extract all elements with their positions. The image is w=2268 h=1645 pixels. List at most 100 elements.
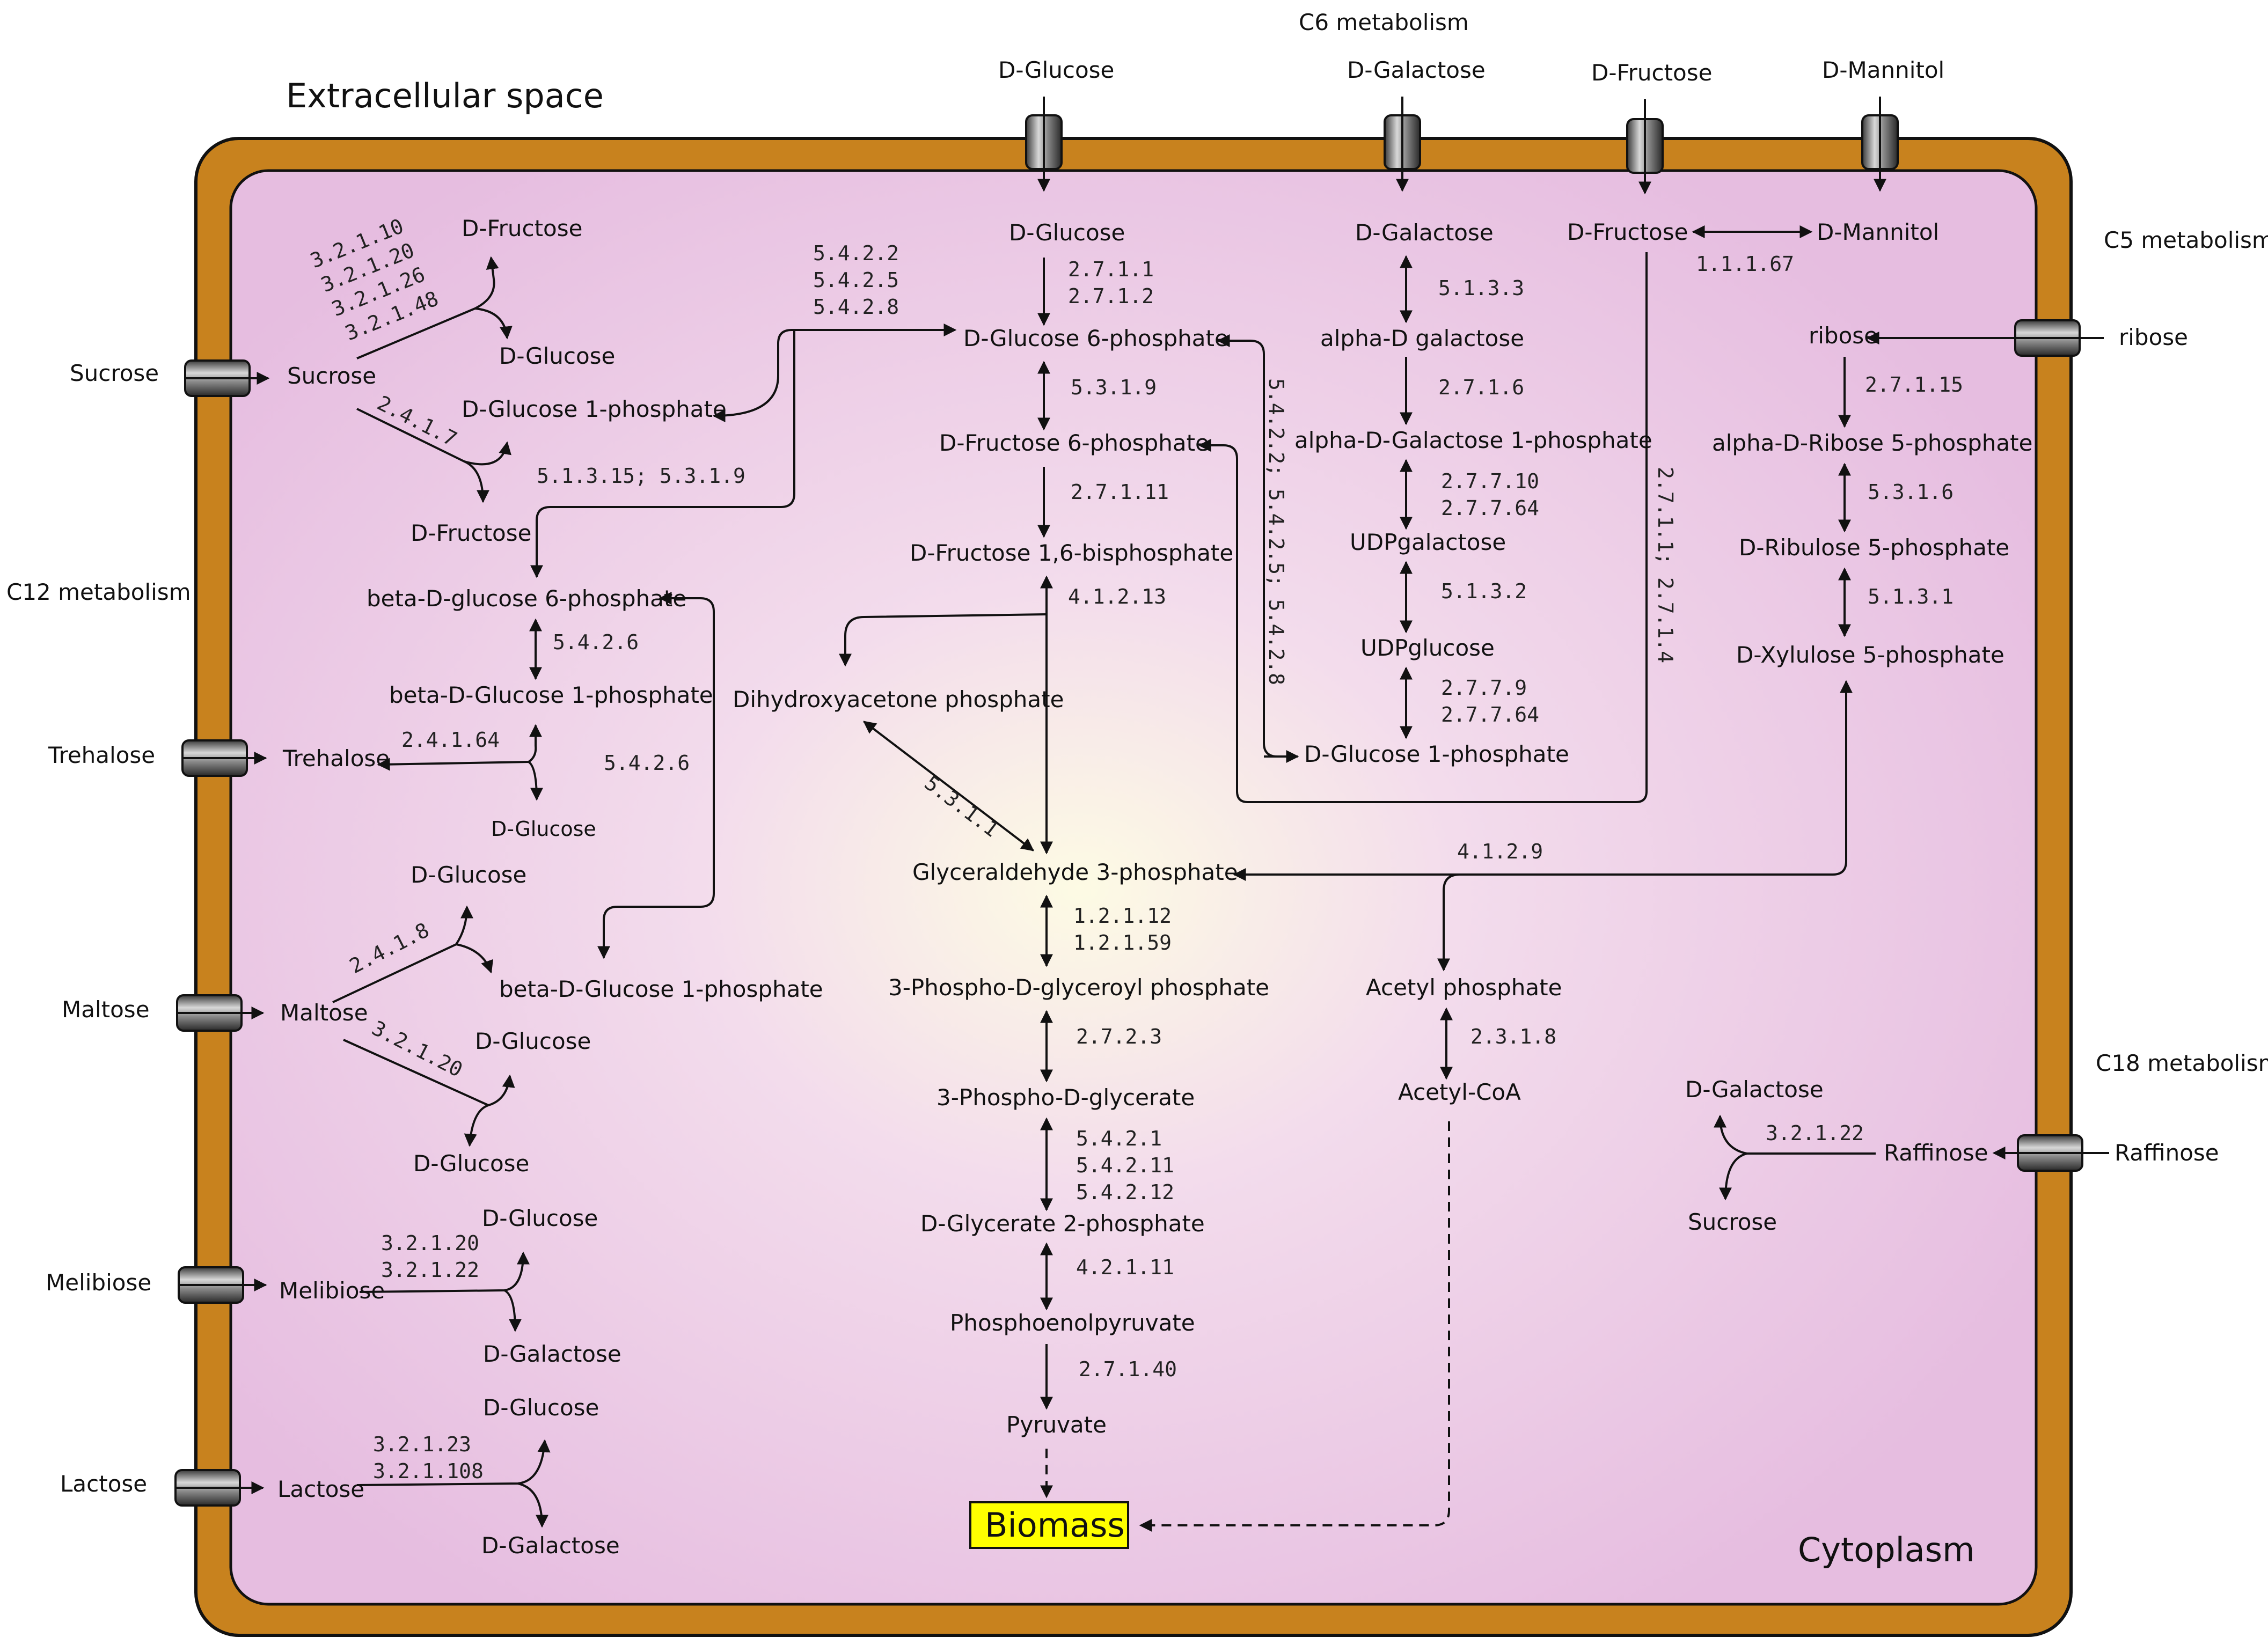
ec-bpgm: 5.4.2.6 xyxy=(553,630,639,654)
c18-label: C18 metabolism xyxy=(2096,1050,2268,1076)
ec-galt1: 2.7.7.10 xyxy=(1441,469,1539,493)
cytoplasm-label: Cytoplasm xyxy=(1798,1530,1975,1569)
ec-fk-vertical: 2.7.1.1; 2.7.1.4 xyxy=(1654,467,1677,663)
fru-fructose: D-Fructose xyxy=(1567,219,1688,245)
extracellular-label: Extracellular space xyxy=(286,76,604,115)
raf-sucrose: Sucrose xyxy=(1688,1209,1777,1235)
gly-glucose: D-Glucose xyxy=(1009,219,1125,246)
gal-udpgal: UDPgalactose xyxy=(1350,529,1506,555)
gal-galactose: D-Galactose xyxy=(1355,219,1494,246)
ec-pgm2: 5.4.2.5 xyxy=(813,268,899,292)
ext-melibiose: Melibiose xyxy=(46,1269,151,1296)
gly-bpg: 3-Phospho-D-glyceroyl phosphate xyxy=(888,974,1269,1001)
glycolysis-arrows xyxy=(839,258,1053,1499)
c6-label: C6 metabolism xyxy=(1299,9,1469,35)
ext-maltose: Maltose xyxy=(62,996,150,1023)
ec-galk: 2.7.1.6 xyxy=(1438,376,1524,399)
ec-pgm1: 5.4.2.2 xyxy=(813,241,899,265)
pen-ru5p: D-Ribulose 5-phosphate xyxy=(1739,534,2009,561)
ec-gapdh2: 1.2.1.59 xyxy=(1073,931,1172,954)
c12-arrows xyxy=(332,330,795,1528)
gly-f6p: D-Fructose 6-phosphate xyxy=(939,430,1209,456)
ec-pfk: 2.7.1.11 xyxy=(1071,480,1169,504)
ec-hk1: 2.7.1.1 xyxy=(1068,258,1154,281)
ec-mel2: 3.2.1.22 xyxy=(381,1258,479,1282)
ec-raf: 3.2.1.22 xyxy=(1766,1121,1864,1145)
ec-gpi: 5.3.1.9 xyxy=(1071,376,1157,399)
arrow-coa-biomass xyxy=(1139,1121,1450,1532)
ec-pgk: 2.7.2.3 xyxy=(1076,1025,1162,1048)
int-sucrose: Sucrose xyxy=(287,363,376,389)
c12-bg1p-upper: beta-D-Glucose 1-phosphate xyxy=(389,682,713,708)
c12-label: C12 metabolism xyxy=(6,579,191,605)
gal-alpha1p: alpha-D-Galactose 1-phosphate xyxy=(1294,427,1652,453)
ec-pgm3: 5.4.2.8 xyxy=(813,295,899,319)
c12-bg1p-lower: beta-D-Glucose 1-phosphate xyxy=(499,976,823,1002)
gly-pep: Phosphoenolpyruvate xyxy=(950,1310,1195,1336)
ec-rpe: 5.1.3.1 xyxy=(1868,585,1954,608)
ext-lactose: Lactose xyxy=(60,1471,147,1497)
gly-pyruvate: Pyruvate xyxy=(1006,1412,1107,1438)
ec-pta: 2.3.1.8 xyxy=(1470,1025,1556,1048)
c12-maltose-glc-bot: D-Glucose xyxy=(413,1150,529,1177)
ec-mtld: 1.1.1.67 xyxy=(1696,252,1794,276)
ec-xpk: 4.1.2.9 xyxy=(1457,840,1543,863)
c12-bg6p: beta-D-glucose 6-phosphate xyxy=(367,585,686,612)
gly-dhap: Dihydroxyacetone phosphate xyxy=(733,686,1064,713)
c12-maltose-glc-mid: D-Glucose xyxy=(475,1028,591,1054)
ec-galt2: 2.7.7.64 xyxy=(1441,496,1539,520)
ec-rpi: 5.3.1.6 xyxy=(1868,480,1954,504)
ec-pgam3: 5.4.2.12 xyxy=(1076,1180,1174,1204)
ec-pgam2: 5.4.2.11 xyxy=(1076,1154,1174,1177)
c12-mel-glc: D-Glucose xyxy=(482,1205,598,1231)
gly-gap: Glyceraldehyde 3-phosphate xyxy=(912,859,1238,885)
ext-galactose: D-Galactose xyxy=(1347,57,1486,83)
ec-galu1: 2.7.7.9 xyxy=(1441,676,1527,700)
acetyl-coa: Acetyl-CoA xyxy=(1398,1079,1521,1105)
ext-sucrose: Sucrose xyxy=(70,360,159,386)
c12-maltose-glc-top: D-Glucose xyxy=(411,862,526,888)
ec-gapdh1: 1.2.1.12 xyxy=(1073,904,1172,928)
biomass-label: Biomass xyxy=(985,1506,1125,1545)
int-trehalose: Trehalose xyxy=(282,745,390,772)
ext-mannitol: D-Mannitol xyxy=(1822,57,1944,83)
ec-bpgm2: 5.4.2.6 xyxy=(604,751,690,775)
ext-fructose: D-Fructose xyxy=(1591,60,1712,86)
pen-r5p: alpha-D-Ribose 5-phosphate xyxy=(1712,430,2032,456)
pen-xu5p: D-Xylulose 5-phosphate xyxy=(1736,642,2004,668)
ec-gale: 5.1.3.2 xyxy=(1441,579,1527,603)
gly-g6p: D-Glucose 6-phosphate xyxy=(963,325,1228,351)
transport-arrows xyxy=(175,97,2109,1494)
int-lactose: Lactose xyxy=(277,1476,364,1502)
ec-ald: 4.1.2.13 xyxy=(1068,585,1166,608)
arrow-g1p-g6p-left xyxy=(712,324,957,422)
pen-ribose: ribose xyxy=(1809,322,1878,349)
fru-mannitol: D-Mannitol xyxy=(1817,219,1939,245)
ec-pk: 2.7.1.40 xyxy=(1079,1357,1177,1381)
gal-alpha: alpha-D galactose xyxy=(1320,325,1524,351)
c12-mel-gal: D-Galactose xyxy=(483,1341,621,1367)
ec-pgm-vertical: 5.4.2.2; 5.4.2.5; 5.4.2.8 xyxy=(1264,378,1288,685)
ext-glucose: D-Glucose xyxy=(998,57,1114,83)
ec-bg6p-link: 5.1.3.15; 5.3.1.9 xyxy=(537,464,745,488)
ec-lac2: 3.2.1.108 xyxy=(373,1459,484,1483)
ext-trehalose: Trehalose xyxy=(48,742,155,768)
ec-hk2: 2.7.1.2 xyxy=(1068,284,1154,308)
cytoplasm xyxy=(229,169,2038,1606)
ext-ribose: ribose xyxy=(2119,324,2188,350)
gal-udpglc: UDPglucose xyxy=(1360,635,1495,661)
ec-pgam1: 5.4.2.1 xyxy=(1076,1127,1162,1150)
gal-g1p: D-Glucose 1-phosphate xyxy=(1304,741,1569,767)
gly-3pg: 3-Phospho-D-glycerate xyxy=(937,1084,1195,1111)
suc-fructose-top: D-Fructose xyxy=(462,215,582,241)
acetyl-phosphate: Acetyl phosphate xyxy=(1366,974,1562,1001)
ext-raffinose: Raffinose xyxy=(2115,1140,2219,1166)
ec-galu2: 2.7.7.64 xyxy=(1441,703,1539,726)
suc-g1p: D-Glucose 1-phosphate xyxy=(462,396,727,422)
ec-galm: 5.1.3.3 xyxy=(1438,276,1524,300)
int-melibiose: Melibiose xyxy=(279,1277,385,1304)
gly-fbp: D-Fructose 1,6-bisphosphate xyxy=(910,540,1233,566)
c12-lac-glc: D-Glucose xyxy=(483,1394,599,1421)
suc-glucose: D-Glucose xyxy=(499,343,615,369)
